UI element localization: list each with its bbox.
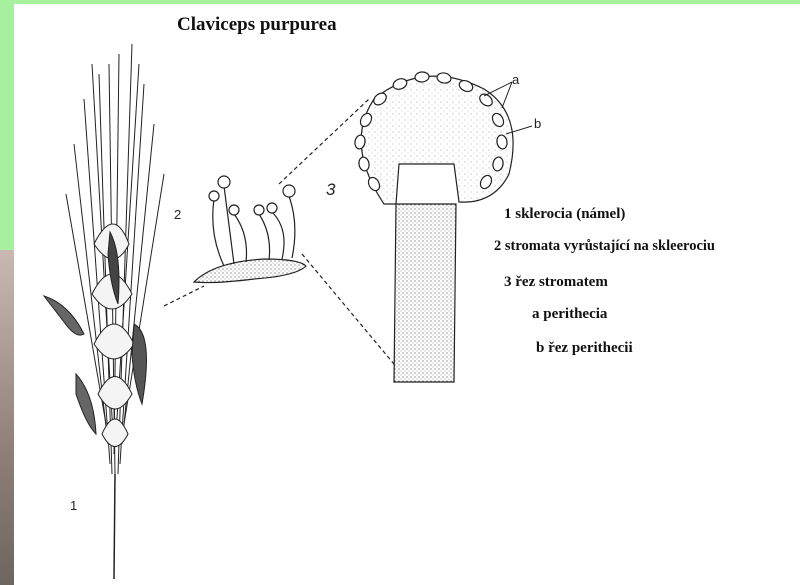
label-b: b: [534, 116, 541, 131]
diagram-title: Claviceps purpurea: [177, 14, 337, 36]
legend-item-b: b řez perithecii: [536, 340, 633, 357]
label-1: 1: [70, 498, 77, 513]
legend-item-3: 3 řez stromatem: [504, 274, 608, 291]
rye-ear: [44, 44, 164, 579]
label-2: 2: [174, 207, 181, 222]
legend-item-1: 1 sklerocia (námel): [504, 206, 625, 223]
label-3: 3: [326, 180, 335, 200]
claviceps-diagram: [14, 4, 800, 585]
legend-item-a: a perithecia: [532, 306, 607, 323]
stroma-section: [354, 71, 532, 382]
sclerotium-with-stromata: [194, 176, 306, 283]
legend-item-2: 2 stromata vyrůstající na skleerociu: [494, 238, 715, 255]
dashed-connector-1: [164, 286, 204, 306]
dashed-connector-3: [302, 254, 409, 382]
label-a: a: [512, 72, 519, 87]
scanned-sheet: Claviceps purpurea 1 2 3 a b 1 sklerocia…: [14, 4, 800, 585]
